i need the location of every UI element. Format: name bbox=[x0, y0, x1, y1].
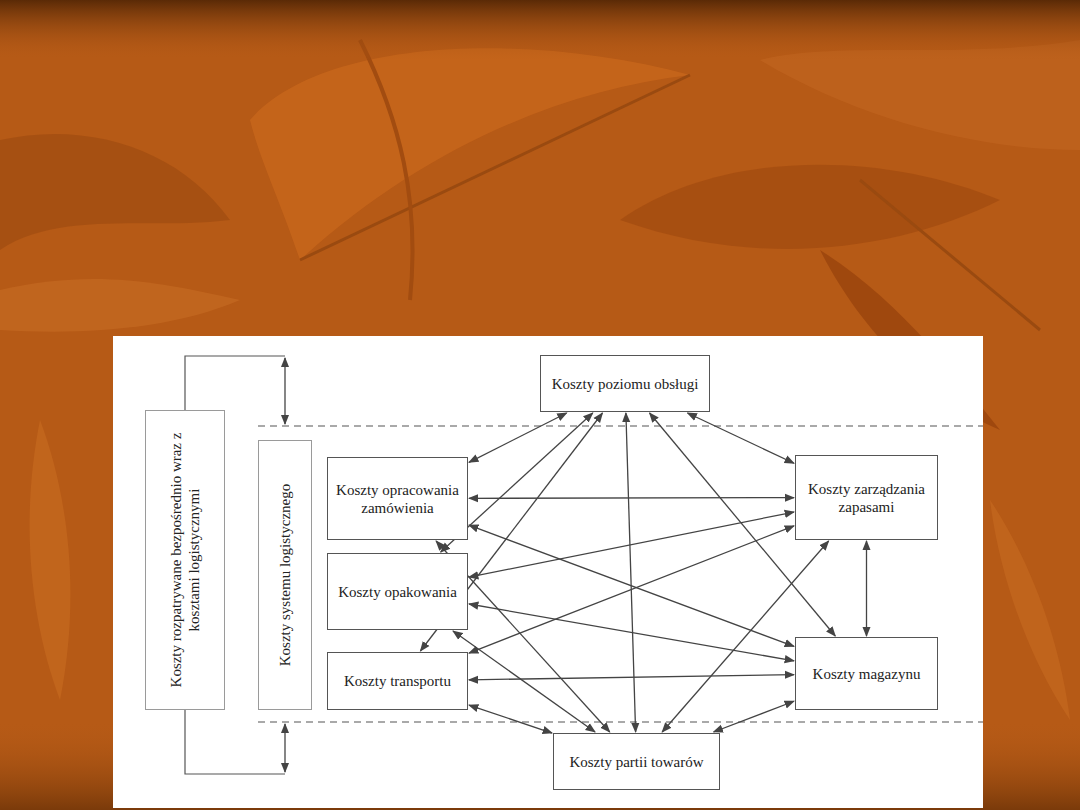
cost-link-arrow bbox=[626, 413, 636, 732]
node-label: Koszty rozpatrywane bezpośrednio wraz z … bbox=[167, 418, 203, 702]
cost-box: Koszty poziomu obsługi bbox=[540, 355, 710, 412]
cost-link-arrow bbox=[687, 413, 794, 463]
node-label: Koszty systemu logistycznego bbox=[276, 448, 294, 702]
scope-box: Koszty rozpatrywane bezpośrednio wraz z … bbox=[145, 410, 225, 710]
cost-link-arrow bbox=[714, 701, 794, 732]
node-label: Koszty opakowania bbox=[332, 583, 463, 601]
cost-link-arrow bbox=[469, 497, 794, 499]
cost-box: Koszty zarządzania zapasami bbox=[795, 455, 938, 540]
cost-link-arrow bbox=[469, 675, 794, 680]
node-label: Koszty magazynu bbox=[800, 665, 933, 683]
cost-link-arrow bbox=[469, 525, 794, 646]
cost-link-arrow bbox=[469, 705, 552, 733]
cost-link-arrow bbox=[469, 413, 567, 462]
cost-link-arrow bbox=[469, 526, 794, 653]
cost-link-arrow bbox=[453, 631, 595, 732]
node-label: Koszty poziomu obsługi bbox=[545, 375, 705, 393]
cost-box: Koszty magazynu bbox=[795, 637, 938, 710]
cost-box: Koszty opracowania zamówienia bbox=[327, 457, 468, 540]
system-box: Koszty systemu logistycznego bbox=[258, 440, 312, 710]
cost-link-arrow bbox=[469, 604, 794, 661]
node-label: Koszty zarządzania zapasami bbox=[800, 480, 933, 516]
cost-box: Koszty opakowania bbox=[327, 553, 468, 630]
node-label: Koszty opracowania zamówienia bbox=[332, 481, 463, 517]
cost-box: Koszty partii towarów bbox=[553, 733, 720, 790]
node-label: Koszty partii towarów bbox=[558, 753, 715, 771]
cost-box: Koszty transportu bbox=[327, 652, 468, 710]
cost-link-arrow bbox=[866, 541, 867, 636]
node-label: Koszty transportu bbox=[332, 672, 463, 690]
